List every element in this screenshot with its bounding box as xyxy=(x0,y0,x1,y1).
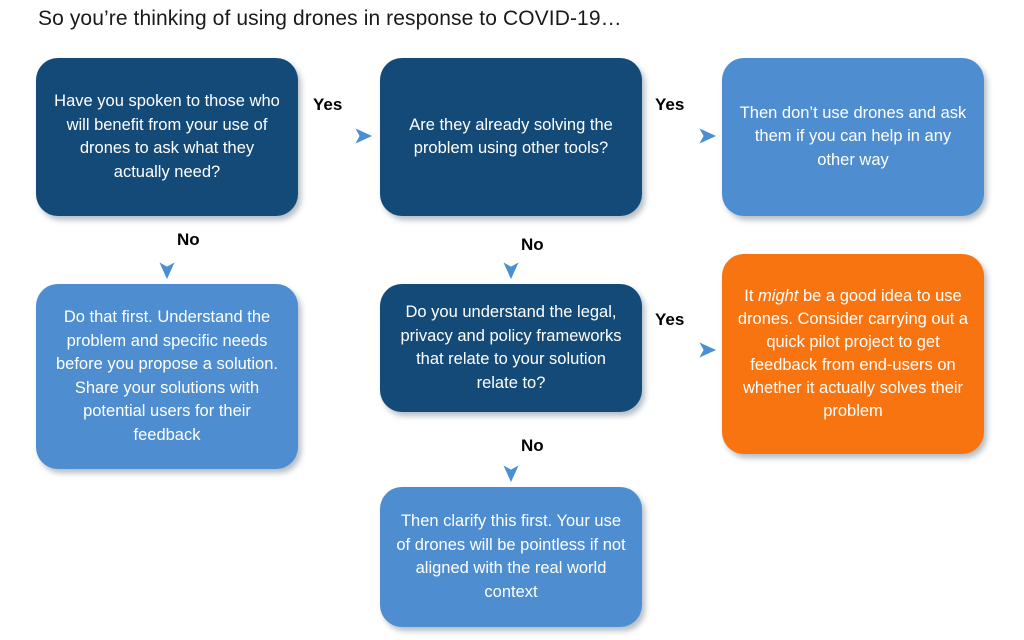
node-already-solving[interactable]: Are they already solving the problem usi… xyxy=(380,58,642,216)
edge-label-yes-1: Yes xyxy=(313,95,343,114)
node-might-be-good-idea[interactable]: It might be a good idea to use drones. C… xyxy=(722,254,984,454)
node-legal-privacy-policy[interactable]: Do you understand the legal, privacy and… xyxy=(380,284,642,412)
node-label: Do that first. Understand the problem an… xyxy=(56,308,278,444)
page-title: So you’re thinking of using drones in re… xyxy=(38,7,622,30)
node-clarify-this-first[interactable]: Then clarify this first. Your use of dro… xyxy=(380,487,642,627)
node-label: Then clarify this first. Your use of dro… xyxy=(396,512,626,601)
node-dont-use-drones[interactable]: Then don’t use drones and ask them if yo… xyxy=(722,58,984,216)
node-label: Are they already solving the problem usi… xyxy=(409,115,613,158)
edge-label-no-1: No xyxy=(177,230,200,249)
node-do-that-first[interactable]: Do that first. Understand the problem an… xyxy=(36,284,298,469)
node-label: It might be a good idea to use drones. C… xyxy=(737,287,969,420)
node-label: Do you understand the legal, privacy and… xyxy=(400,303,622,392)
node-have-you-spoken[interactable]: Have you spoken to those who will benefi… xyxy=(36,58,298,216)
edge-label-yes-2: Yes xyxy=(655,95,685,114)
node-label: Then don’t use drones and ask them if yo… xyxy=(739,103,967,169)
edge-label-no-2: No xyxy=(521,235,544,254)
edge-label-no-3: No xyxy=(521,436,544,455)
node-label: Have you spoken to those who will benefi… xyxy=(54,92,280,181)
edge-label-yes-3: Yes xyxy=(655,310,685,329)
